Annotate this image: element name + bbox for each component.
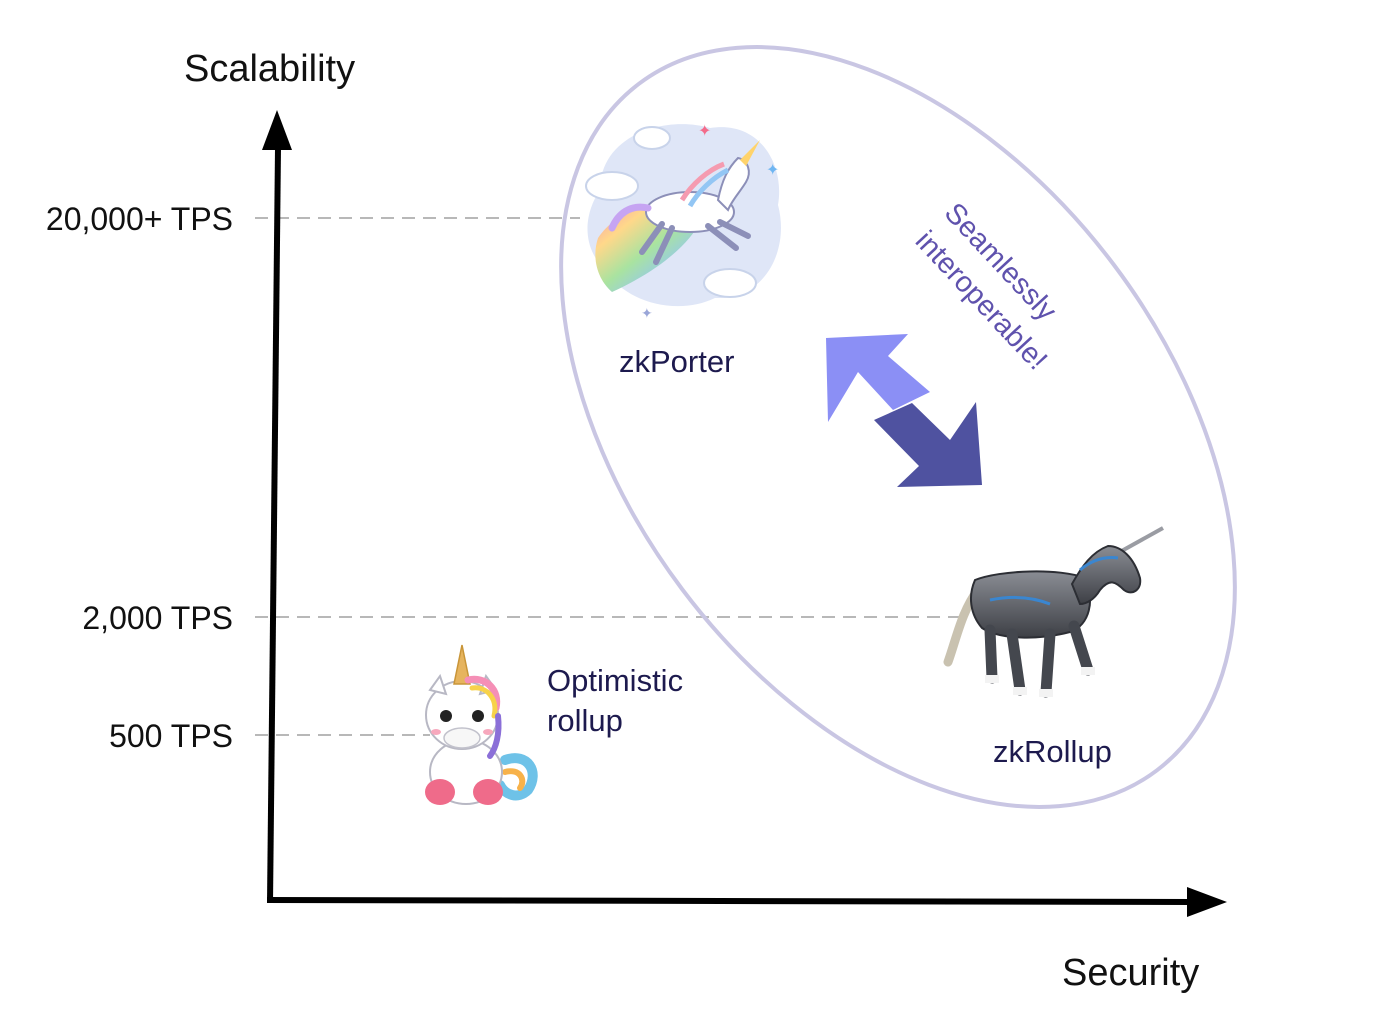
- zkrollup-label: zkRollup: [993, 734, 1112, 769]
- arrow-up-left-icon: [826, 334, 930, 422]
- tick-label-20000: 20,000+ TPS: [46, 201, 233, 237]
- rainbow-unicorn-icon: ✦ ✦ ✦: [585, 121, 781, 322]
- svg-text:✦: ✦: [698, 121, 711, 140]
- x-axis-title: Security: [1062, 952, 1199, 994]
- arrow-down-right-icon: [874, 402, 982, 487]
- robot-unicorn-icon: [943, 526, 1164, 698]
- baby-unicorn-icon: [425, 644, 538, 805]
- tick-label-500: 500 TPS: [109, 718, 233, 754]
- y-axis-title: Scalability: [184, 48, 355, 90]
- x-axis: [266, 887, 1227, 917]
- svg-text:✦: ✦: [766, 160, 779, 179]
- interop-ellipse: [559, 45, 1237, 809]
- svg-text:✦: ✦: [641, 306, 653, 322]
- optimistic-rollup-label-line2: rollup: [547, 703, 623, 738]
- optimistic-rollup-label-line1: Optimistic: [547, 663, 683, 698]
- y-axis: [262, 110, 292, 904]
- tick-label-2000: 2,000 TPS: [82, 600, 233, 636]
- zkporter-label: zkPorter: [619, 344, 734, 379]
